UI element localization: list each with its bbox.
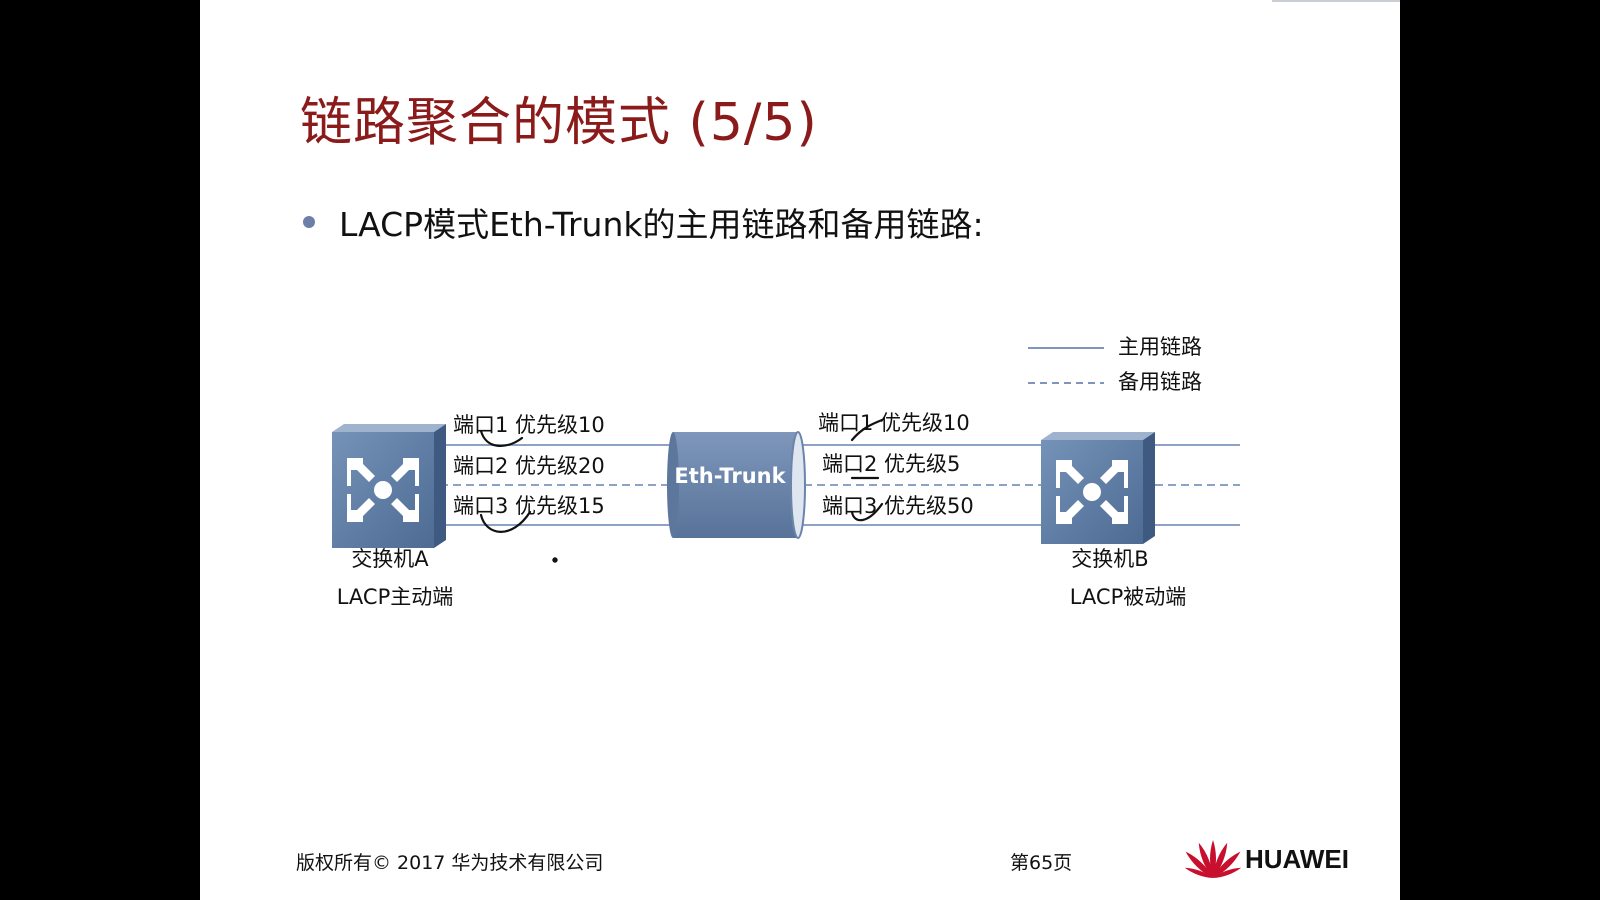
eth-trunk-label: Eth-Trunk <box>674 464 786 488</box>
eth-trunk-bundle: Eth-Trunk <box>667 431 806 539</box>
annotation-a1 <box>479 429 524 447</box>
pen-annotations <box>479 418 884 563</box>
switch-a-port-1: 端口1 优先级10 <box>453 413 605 437</box>
switch-a-ports: 端口1 优先级10 端口2 优先级20 端口3 优先级15 <box>453 413 605 518</box>
switch-a-icon <box>332 424 446 548</box>
switch-b-port-2: 端口2 优先级5 <box>822 452 960 476</box>
top-rule <box>1272 0 1400 2</box>
switch-b-ports: 端口1 优先级10 端口2 优先级5 端口3 优先级50 <box>818 411 974 518</box>
slide-title: 链路聚合的模式 (5/5) <box>300 93 818 153</box>
annotation-b1 <box>850 418 884 442</box>
bullet-dot-icon <box>303 216 315 228</box>
legend-backup-label: 备用链路 <box>1118 370 1202 394</box>
switch-b-icon <box>1041 432 1155 544</box>
switch-b-port-1: 端口1 优先级10 <box>818 411 970 435</box>
legend: 主用链路 备用链路 <box>1028 335 1202 394</box>
switch-b-port-3: 端口3 优先级50 <box>822 494 974 518</box>
huawei-logo: HUAWEI <box>1185 838 1375 882</box>
switch-b-name: 交换机B <box>1071 547 1148 571</box>
slide: 链路聚合的模式 (5/5) LACP模式Eth-Trunk的主用链路和备用链路:… <box>200 0 1400 900</box>
switch-a-name: 交换机A <box>351 547 429 571</box>
bullet-text: LACP模式Eth-Trunk的主用链路和备用链路: <box>339 205 984 244</box>
annotation-a3 <box>479 510 532 533</box>
annotation-dot <box>552 557 558 563</box>
footer-copyright: 版权所有© 2017 华为技术有限公司 <box>296 852 604 874</box>
huawei-logo-text: HUAWEI <box>1245 844 1349 874</box>
switch-a-role: LACP主动端 <box>337 585 454 609</box>
switch-a-port-2: 端口2 优先级20 <box>453 454 605 478</box>
lacp-diagram: 主用链路 备用链路 Eth-Trunk <box>332 335 1240 609</box>
legend-primary-label: 主用链路 <box>1118 335 1202 359</box>
annotation-b3 <box>850 502 884 522</box>
switch-b-role: LACP被动端 <box>1070 585 1187 609</box>
huawei-flower-icon <box>1185 840 1241 878</box>
footer-page-number: 第65页 <box>1010 852 1073 874</box>
switch-captions: 交换机A LACP主动端 交换机B LACP被动端 <box>337 547 1187 609</box>
